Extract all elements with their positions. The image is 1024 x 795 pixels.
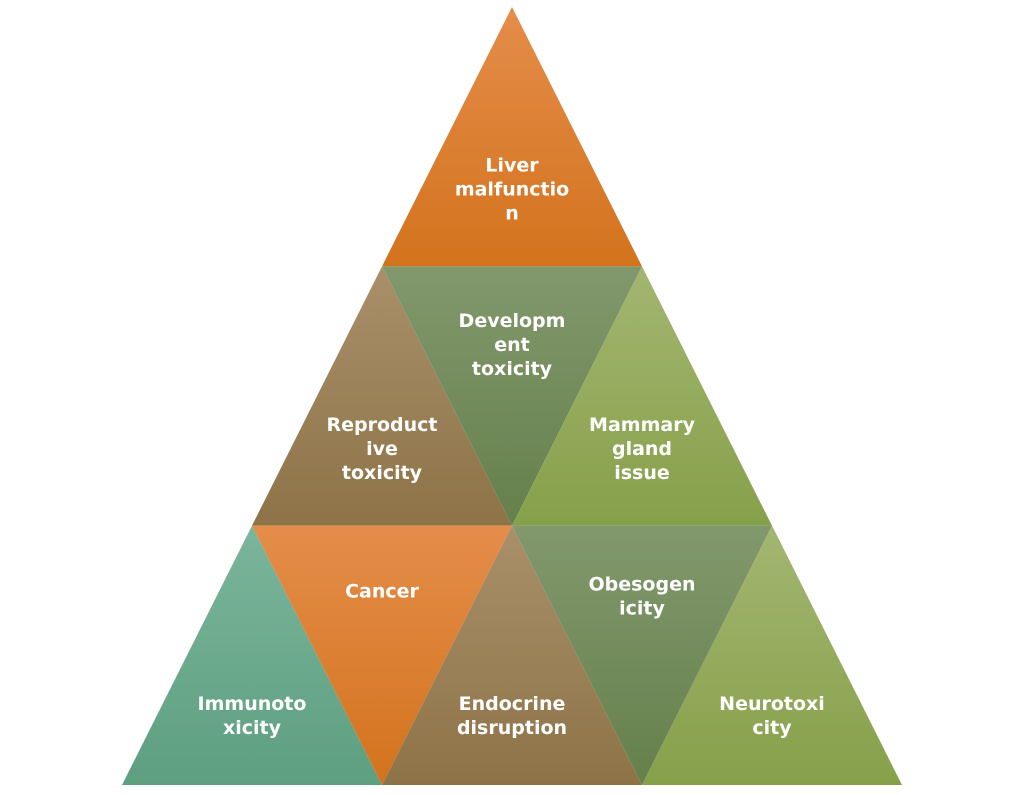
tile-endocrine-label-line: Endocrine [459,693,566,715]
tile-mammary-label-line: gland [612,438,672,460]
tile-neuro-label-line: city [752,717,792,739]
tile-endocrine-shape [382,525,642,785]
tile-cancer: Cancer [252,525,512,785]
tile-reproductive-label-line: Reproduct [326,414,437,436]
tile-obesogen-shape [512,525,772,785]
tile-reproductive-shape [252,266,512,526]
tile-obesogen-label-line: Obesogen [588,574,695,596]
tile-cancer-shape [252,525,512,785]
tile-reproductive-label-line: ive [366,438,398,460]
tile-development-shape [382,266,642,526]
tile-obesogen-label-line: icity [619,598,665,620]
tile-liver-shape [382,7,642,267]
tile-liver-label-line: n [505,203,519,225]
tile-mammary-shape [512,266,772,526]
tile-mammary-label-line: Mammary [589,414,696,436]
tile-mammary-label-line: issue [614,462,670,484]
tile-cancer-label-line: Cancer [345,581,419,603]
tile-immuno-label-line: xicity [223,717,282,739]
tile-development-label-line: toxicity [472,358,553,380]
tile-neuro-shape [642,525,902,785]
tile-development-label-line: Developm [459,310,566,332]
tile-neuro-label-line: Neurotoxi [719,693,825,715]
tile-development-label-line: ent [494,334,530,356]
tile-cancer-label: Cancer [345,581,419,603]
tile-immuno-label-line: Immunoto [198,693,307,715]
tile-reproductive-label-line: toxicity [342,462,423,484]
tile-immuno-shape [122,525,382,785]
tile-endocrine-label-line: disruption [457,717,567,739]
tile-liver-label-line: malfunctio [455,179,569,201]
tile-liver-label-line: Liver [485,155,539,177]
